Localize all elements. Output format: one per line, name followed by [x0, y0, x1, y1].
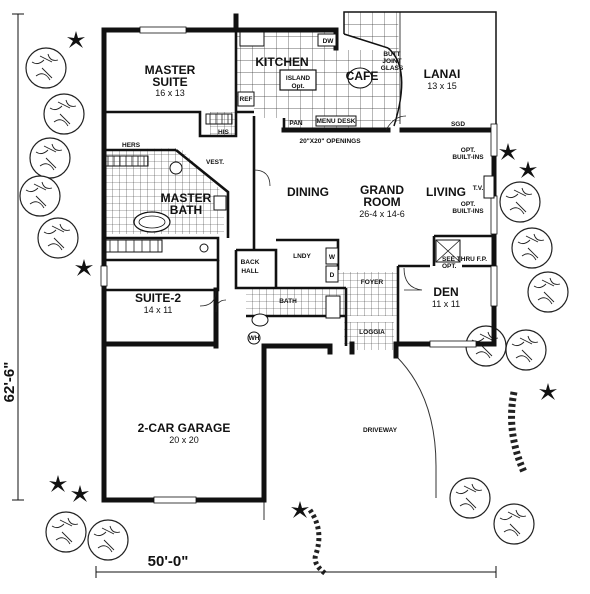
master-suite-size: 16 x 13 — [155, 88, 185, 98]
foyer-name: FOYER — [361, 279, 384, 286]
opt-built-ins-bottom-2: BUILT-INS — [452, 208, 484, 215]
see-thru-fp-label-2: OPT. — [442, 263, 457, 270]
dw-label: DW — [323, 38, 335, 45]
vest-label: VEST. — [206, 159, 224, 166]
dimension-lines — [12, 13, 497, 578]
depth-dimension: 62'-6" — [1, 362, 18, 403]
den-name: DEN — [433, 285, 458, 299]
opt-built-ins-top-1: OPT. — [461, 147, 476, 154]
room-labels: MASTER SUITE 16 x 13 KITCHEN CAFE LANAI … — [135, 55, 466, 445]
master-bath-name-2: BATH — [170, 203, 202, 217]
lanai-size: 13 x 15 — [427, 81, 457, 91]
lanai-name: LANAI — [424, 67, 461, 81]
suite-2-name: SUITE-2 — [135, 291, 181, 305]
landscaping — [19, 31, 569, 577]
master-suite-name-2: SUITE — [152, 75, 187, 89]
ref-label: REF — [240, 96, 253, 103]
opt-built-ins-bottom-1: OPT. — [461, 201, 476, 208]
butt-joint-label-2: JOINT — [382, 58, 401, 65]
island-label-2: Opt. — [292, 83, 305, 90]
openings-label: 20"X20" OPENINGS — [299, 138, 361, 145]
door-swings — [199, 115, 423, 313]
windows — [100, 26, 498, 504]
driveway-area — [263, 355, 437, 520]
butt-joint-label-3: GLASS — [381, 65, 404, 72]
bath-name: BATH — [279, 298, 297, 305]
cafe-name: CAFE — [346, 69, 379, 83]
island-label-1: ISLAND — [286, 75, 311, 82]
width-dimension: 50'-0" — [148, 553, 189, 570]
pan-label: PAN — [289, 120, 303, 127]
garage-name: 2-CAR GARAGE — [138, 421, 231, 435]
driveway-name: DRIVEWAY — [363, 427, 398, 434]
sgd-label: SGD — [451, 121, 465, 128]
living-name: LIVING — [426, 185, 466, 199]
wh-label: WH — [249, 335, 260, 342]
den-size: 11 x 11 — [432, 299, 460, 309]
dryer-label: D — [330, 272, 335, 279]
back-hall-name-2: HALL — [241, 268, 258, 275]
butt-joint-label-1: BUTT — [383, 51, 400, 58]
washer-label: W — [329, 254, 336, 261]
grand-room-size: 26-4 x 14-6 — [359, 209, 405, 219]
grand-room-name-2: ROOM — [363, 195, 400, 209]
interior-walls — [104, 30, 494, 346]
dining-name: DINING — [287, 185, 329, 199]
menu-desk-label: MENU DESK — [316, 118, 355, 125]
grand-room-name-1: GRAND — [360, 183, 404, 197]
loggia-name: LOGGIA — [359, 329, 385, 336]
suite-2-size: 14 x 11 — [144, 305, 173, 315]
laundry-name: LNDY — [293, 253, 311, 260]
lanai-outline — [343, 11, 497, 127]
tv-label: T.V. — [473, 185, 484, 192]
back-hall-name-1: BACK — [241, 259, 260, 266]
opt-built-ins-top-2: BUILT-INS — [452, 154, 484, 161]
annotations: HERS HIS VEST. ISLAND Opt. BUTT JOINT GL… — [122, 38, 487, 342]
hers-label: HERS — [122, 142, 141, 149]
his-label: HIS — [218, 129, 230, 136]
see-thru-fp-label-1: SEE THRU F.P. — [442, 256, 487, 263]
master-suite-name-1: MASTER — [145, 63, 196, 77]
fixtures — [105, 31, 495, 345]
kitchen-name: KITCHEN — [255, 55, 308, 69]
garage-size: 20 x 20 — [169, 435, 199, 445]
master-bath-name-1: MASTER — [161, 191, 212, 205]
